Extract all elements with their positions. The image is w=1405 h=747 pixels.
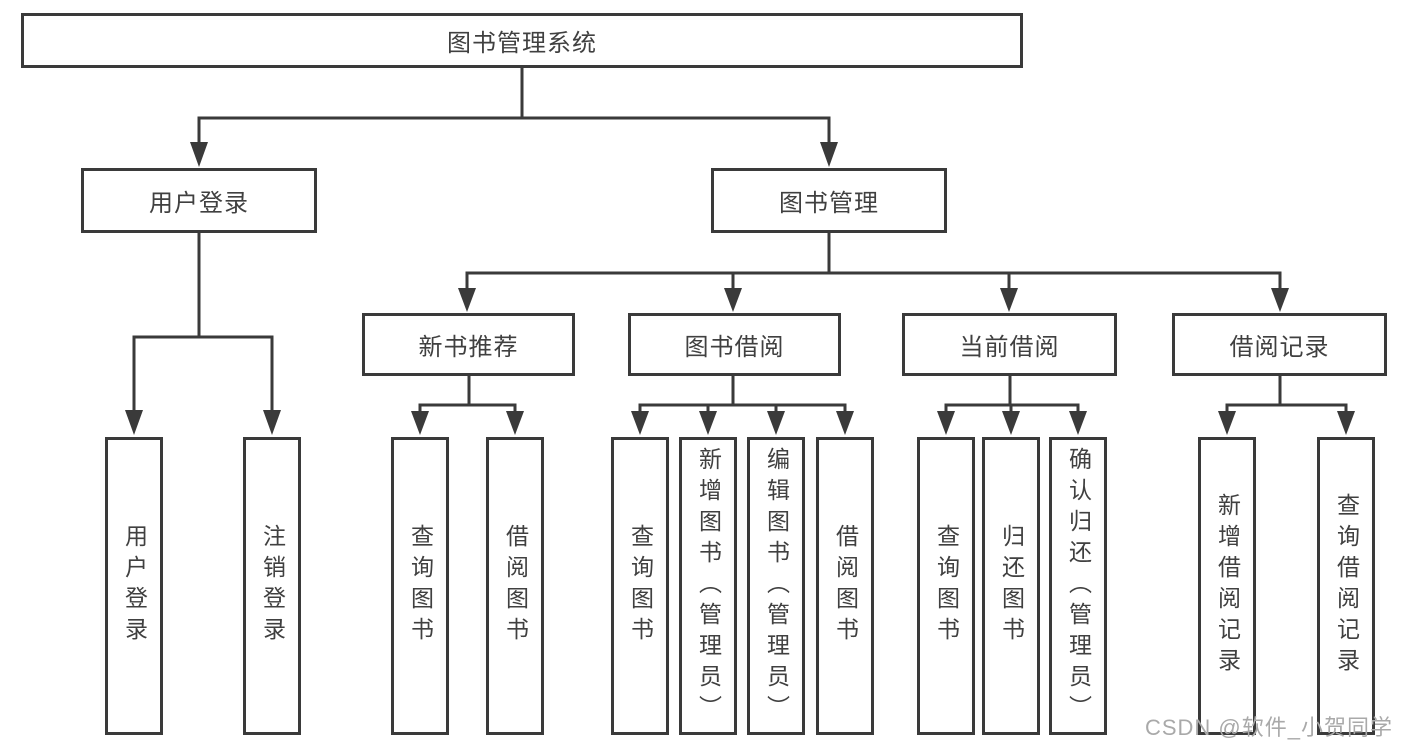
leaf-logout: 注销登录 bbox=[243, 437, 301, 735]
leaf-borrow-books-label: 借阅图书 bbox=[832, 524, 859, 648]
connector-borrowrecords-split bbox=[1225, 403, 1348, 414]
connector-bookmgmt-split bbox=[465, 271, 1282, 292]
node-current-borrow-label: 当前借阅 bbox=[959, 334, 1060, 361]
leaf-edit-books-admin-label: 编辑图书（管理员） bbox=[763, 446, 790, 726]
connector-newbook-split bbox=[418, 403, 517, 414]
leaf-confirm-return-admin: 确认归还（管理员） bbox=[1049, 437, 1107, 735]
node-new-book-recommend: 新书推荐 bbox=[362, 313, 575, 376]
csdn-watermark: CSDN @软件_小贺同学 bbox=[1144, 715, 1393, 740]
node-book-management-system: 图书管理系统 bbox=[21, 13, 1023, 68]
leaf-logout-label: 注销登录 bbox=[259, 524, 286, 648]
node-borrow-records-label: 借阅记录 bbox=[1229, 334, 1330, 361]
leaf-add-books-admin-label: 新增图书（管理员） bbox=[695, 446, 722, 726]
node-book-management-system-label: 图书管理系统 bbox=[447, 30, 597, 57]
node-user-login-label: 用户登录 bbox=[149, 190, 249, 217]
leaf-borrow-books-recommend: 借阅图书 bbox=[486, 437, 544, 735]
leaf-edit-books-admin: 编辑图书（管理员） bbox=[747, 437, 805, 735]
leaf-query-books-current-label: 查询图书 bbox=[933, 524, 960, 648]
leaf-return-books-label: 归还图书 bbox=[998, 524, 1025, 648]
connector-bookborrow-split bbox=[638, 403, 847, 414]
node-current-borrow: 当前借阅 bbox=[902, 313, 1117, 376]
leaf-query-borrow-record-label: 查询借阅记录 bbox=[1333, 493, 1360, 679]
leaf-query-books-recommend: 查询图书 bbox=[391, 437, 449, 735]
leaf-query-books-borrow-label: 查询图书 bbox=[627, 524, 654, 648]
leaf-query-books-current: 查询图书 bbox=[917, 437, 975, 735]
leaf-user-login-label: 用户登录 bbox=[121, 524, 148, 648]
node-book-borrow-label: 图书借阅 bbox=[684, 334, 785, 361]
leaf-return-books: 归还图书 bbox=[982, 437, 1040, 735]
leaf-add-borrow-record-label: 新增借阅记录 bbox=[1214, 493, 1241, 679]
leaf-confirm-return-admin-label: 确认归还（管理员） bbox=[1065, 446, 1092, 726]
leaf-borrow-books-recommend-label: 借阅图书 bbox=[502, 524, 529, 648]
leaf-user-login: 用户登录 bbox=[105, 437, 163, 735]
node-borrow-records: 借阅记录 bbox=[1172, 313, 1387, 376]
connector-userlogin-split bbox=[132, 335, 274, 414]
node-new-book-recommend-label: 新书推荐 bbox=[418, 334, 519, 361]
node-book-borrow: 图书借阅 bbox=[628, 313, 841, 376]
leaf-add-borrow-record: 新增借阅记录 bbox=[1198, 437, 1256, 735]
node-user-login: 用户登录 bbox=[81, 168, 317, 233]
leaf-add-books-admin: 新增图书（管理员） bbox=[679, 437, 737, 735]
leaf-borrow-books: 借阅图书 bbox=[816, 437, 874, 735]
node-book-management: 图书管理 bbox=[711, 168, 947, 233]
node-book-management-label: 图书管理 bbox=[779, 190, 879, 217]
leaf-query-borrow-record: 查询借阅记录 bbox=[1317, 437, 1375, 735]
leaf-query-books-borrow: 查询图书 bbox=[611, 437, 669, 735]
connector-currentborrow-split bbox=[944, 403, 1080, 414]
connector-root-split bbox=[197, 116, 831, 146]
leaf-query-books-recommend-label: 查询图书 bbox=[407, 524, 434, 648]
